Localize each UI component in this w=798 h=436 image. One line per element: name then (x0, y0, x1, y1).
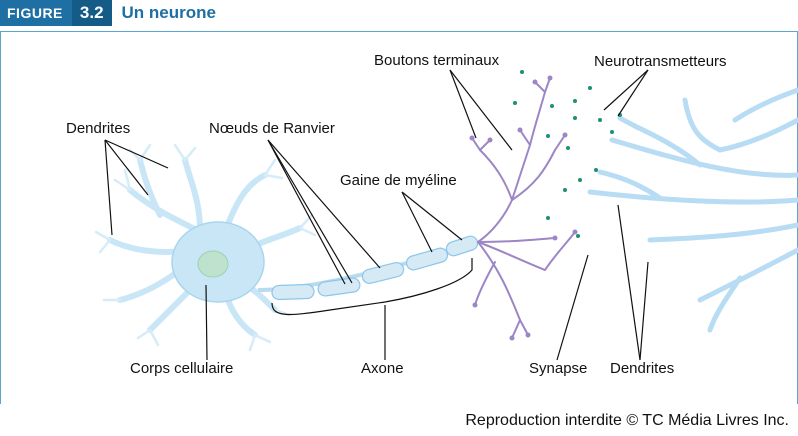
label-dendrites-left: Dendrites (66, 120, 131, 137)
label-gaine-myeline: Gaine de myéline (340, 172, 457, 189)
label-neurotransmetteurs: Neurotransmetteurs (594, 53, 727, 70)
label-noeuds-ranvier: Nœuds de Ranvier (209, 120, 335, 137)
myelin-sheath (271, 235, 479, 301)
copyright-credit: Reproduction interdite © TC Média Livres… (465, 412, 789, 429)
leader-lines (104, 69, 649, 361)
label-dendrites-right: Dendrites (610, 360, 675, 377)
figure-number: 3.2 (71, 0, 112, 26)
figure-label: FIGURE (0, 0, 72, 26)
receiving-neuron-dendrites (587, 87, 798, 333)
label-axone: Axone (361, 360, 404, 377)
label-boutons-terminaux: Boutons terminaux (374, 52, 500, 69)
axon (257, 235, 479, 301)
neurotransmitters (513, 70, 622, 238)
axon-terminals (471, 77, 576, 339)
label-synapse: Synapse (529, 360, 588, 377)
nucleus (197, 250, 229, 278)
cell-body (94, 143, 317, 352)
label-corps-cellulaire: Corps cellulaire (130, 360, 234, 377)
figure-title: Un neurone (121, 3, 216, 22)
figure-header: FIGURE 3.2 Un neurone (0, 0, 216, 26)
